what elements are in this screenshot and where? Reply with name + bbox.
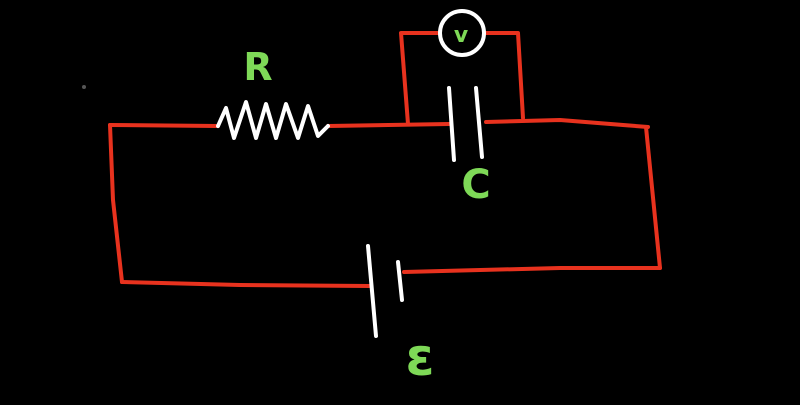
resistor-label: R (243, 45, 272, 89)
voltmeter-label: v (454, 23, 469, 48)
wire-top-right (484, 118, 650, 129)
wire-left (108, 123, 124, 284)
wire-voltmeter-loop (399, 31, 440, 126)
wire-voltmeter-loop-right (484, 31, 525, 120)
battery-symbol (366, 244, 404, 338)
battery-label: ε (406, 328, 435, 388)
circuit-wires (108, 31, 662, 288)
capacitor-symbol (447, 86, 484, 162)
voltmeter-symbol (438, 9, 486, 57)
wire-top-middle (326, 122, 451, 128)
wire-bottom-right (402, 266, 662, 274)
capacitor-label: C (461, 162, 490, 208)
wire-right (644, 125, 662, 270)
wire-bottom-left (120, 280, 372, 288)
wire-top-left (108, 123, 220, 128)
stray-dot (82, 85, 86, 89)
resistor-symbol (216, 100, 330, 140)
